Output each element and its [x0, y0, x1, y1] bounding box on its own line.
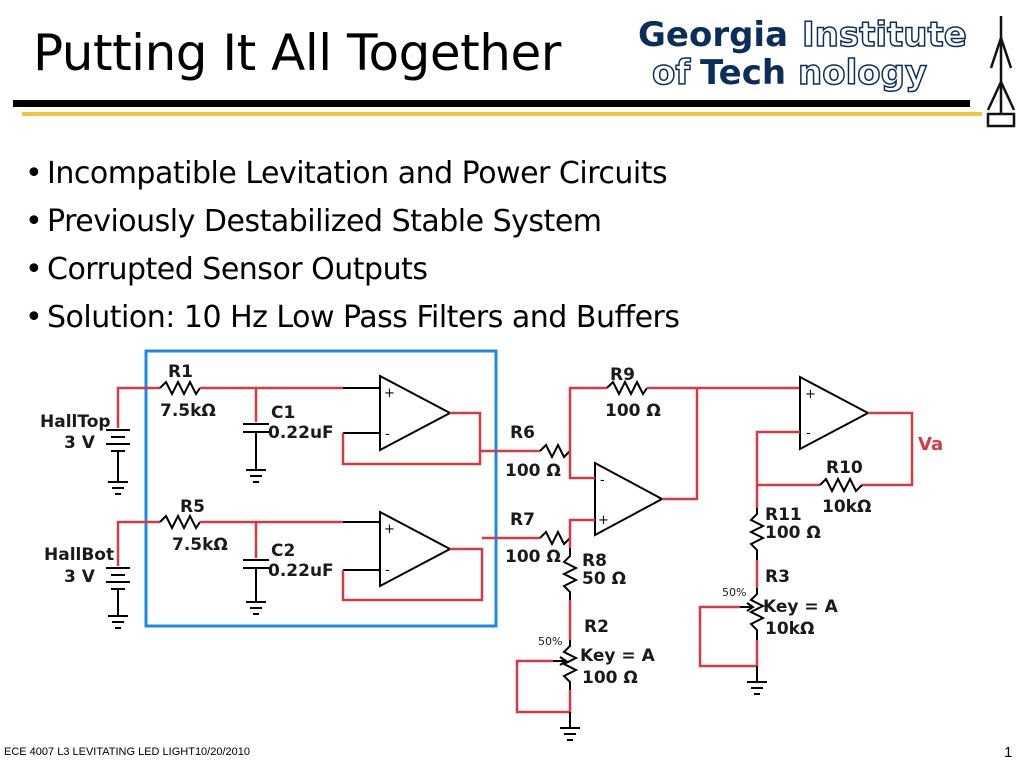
- r5-resistor: [159, 513, 201, 531]
- svg-text:-: -: [385, 563, 390, 578]
- r9-value: 100 Ω: [605, 401, 661, 421]
- r7-resistor: [539, 529, 571, 547]
- halltop-voltage: 3 V: [64, 433, 96, 453]
- r8-label: R8: [582, 551, 607, 571]
- r2-percent: 50%: [538, 635, 562, 648]
- c1-label: C1: [271, 403, 295, 423]
- hallbot-source: [106, 520, 160, 629]
- slide-footer: ECE 4007 L3 LEVITATING LED LIGHT10/20/20…: [4, 746, 250, 758]
- bullet-list: •Incompatible Levitation and Power Circu…: [25, 150, 680, 342]
- logo-text-of: of: [652, 53, 691, 93]
- logo-text-georgia: Georgia: [638, 15, 788, 55]
- logo-text-nology: nology: [798, 53, 927, 93]
- halltop-source: [106, 386, 160, 495]
- r8-value: 50 Ω: [582, 569, 626, 589]
- bullet-item: •Solution: 10 Hz Low Pass Filters and Bu…: [25, 294, 680, 342]
- bullet-item: •Previously Destabilized Stable System: [25, 198, 680, 246]
- r7-value: 100 Ω: [505, 547, 561, 567]
- halltop-label: HallTop: [40, 412, 111, 432]
- bullet-text: Incompatible Levitation and Power Circui…: [47, 156, 668, 191]
- r9-resistor: [606, 379, 648, 397]
- hallbot-label: HallBot: [44, 545, 114, 565]
- svg-text:+: +: [598, 513, 609, 528]
- r11-label: R11: [765, 505, 802, 525]
- r7-label: R7: [510, 510, 535, 530]
- r2-label: R2: [584, 617, 609, 637]
- hallbot-voltage: 3 V: [64, 567, 96, 587]
- svg-text:+: +: [805, 387, 816, 402]
- slide-title: Putting It All Together: [33, 24, 561, 82]
- c1-value: 0.22uF: [268, 423, 334, 443]
- diff-opamp: - +: [568, 386, 699, 538]
- c1-capacitor: [243, 388, 269, 483]
- bullet-text: Corrupted Sensor Outputs: [47, 252, 428, 287]
- logo-text-tech: Tech: [700, 53, 786, 93]
- buffer-opamp-bottom: + -: [341, 510, 540, 602]
- circuit-diagram: HallTop 3 V R1 7.5kΩ C1 0.22uF + - Hal: [40, 349, 943, 741]
- bullet-dot: •: [25, 252, 43, 287]
- r1-value: 7.5kΩ: [160, 401, 216, 421]
- svg-text:-: -: [600, 473, 605, 488]
- bullet-dot: •: [25, 204, 43, 239]
- output-opamp: + -: [755, 375, 914, 487]
- r3-key: Key = A: [763, 597, 839, 617]
- r1-resistor: [159, 379, 201, 397]
- filter-highlight-box: [144, 349, 498, 628]
- c2-capacitor: [243, 522, 269, 615]
- r2-potentiometer: [515, 640, 580, 741]
- tech-tower-icon: [986, 16, 1016, 128]
- r6-value: 100 Ω: [505, 461, 561, 481]
- bullet-dot: •: [25, 156, 43, 191]
- c2-value: 0.22uF: [268, 561, 334, 581]
- r9-label: R9: [610, 365, 635, 385]
- bullet-text: Solution: 10 Hz Low Pass Filters and Buf…: [47, 300, 680, 335]
- svg-text:-: -: [385, 427, 390, 442]
- buffer-opamp-top: + -: [341, 374, 540, 466]
- page-number: 1: [1004, 744, 1013, 761]
- bullet-item: •Incompatible Levitation and Power Circu…: [25, 150, 680, 198]
- r5-value: 7.5kΩ: [172, 535, 228, 555]
- svg-text:-: -: [806, 426, 811, 441]
- georgia-tech-logo: Georgia Institute of Tech nology: [638, 14, 1016, 128]
- svg-text:+: +: [384, 386, 395, 401]
- r11-value: 100 Ω: [765, 523, 821, 543]
- r5-label: R5: [180, 497, 205, 517]
- r3-value: 10kΩ: [765, 619, 814, 639]
- r2-key: Key = A: [580, 646, 656, 666]
- title-rule-gold: [22, 112, 982, 116]
- r3-percent: 50%: [722, 586, 746, 599]
- svg-text:+: +: [384, 522, 395, 537]
- r6-resistor: [539, 442, 571, 460]
- r10-label: R10: [826, 458, 863, 478]
- r10-value: 10kΩ: [822, 497, 871, 517]
- r11-resistor: [748, 485, 766, 560]
- r8-resistor: [561, 548, 579, 600]
- bullet-text: Previously Destabilized Stable System: [47, 204, 602, 239]
- r6-label: R6: [510, 423, 535, 443]
- r10-resistor: [819, 476, 863, 494]
- bullet-dot: •: [25, 300, 43, 335]
- bullet-item: •Corrupted Sensor Outputs: [25, 246, 680, 294]
- va-output-label: Va: [918, 434, 943, 455]
- r1-label: R1: [168, 362, 193, 382]
- r3-potentiometer: [698, 588, 767, 695]
- r3-label: R3: [765, 567, 790, 587]
- title-rule-black: [13, 100, 970, 107]
- logo-text-institute: Institute: [802, 15, 967, 55]
- r2-value: 100 Ω: [582, 668, 638, 688]
- c2-label: C2: [271, 541, 295, 561]
